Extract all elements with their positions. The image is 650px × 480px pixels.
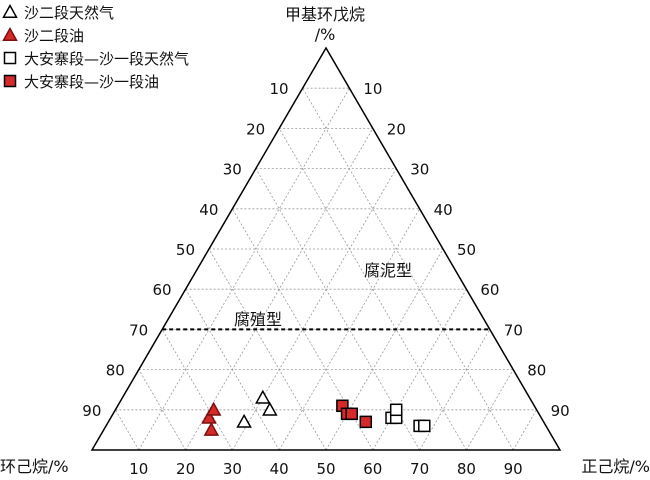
grid-line — [372, 288, 467, 451]
tick-label-bottom: 40 — [270, 460, 289, 478]
triangle-outline — [90, 46, 562, 451]
tick-label-bottom: 60 — [363, 460, 382, 478]
data-point — [201, 409, 217, 424]
tick-label-left: 10 — [270, 80, 289, 98]
grid-line — [278, 208, 420, 451]
left-axis-label: 环己烷/% — [0, 457, 69, 476]
tick-label-left: 20 — [246, 120, 265, 138]
tick-labels: 10 90 10 20 80 20 30 70 30 40 60 40 50 50 50 60 40 60 70 30… — [82, 80, 569, 478]
top-axis-unit: /% — [315, 25, 336, 44]
grid-line — [161, 329, 233, 451]
tick-label-left: 30 — [223, 161, 242, 179]
tick-label-bottom: 80 — [457, 460, 476, 478]
data-point — [236, 413, 252, 428]
tick-label-right: 40 — [434, 201, 453, 219]
data-point — [345, 407, 358, 421]
tick-label-right: 90 — [551, 402, 570, 420]
grid-line — [232, 208, 374, 451]
tick-label-left: 60 — [153, 281, 172, 299]
tick-label-bottom: 10 — [129, 460, 148, 478]
legend-label: 沙二段天然气 — [24, 4, 114, 22]
tick-label-left: 90 — [82, 402, 101, 420]
grid-line — [138, 87, 350, 451]
right-axis-label: 正己烷/% — [581, 457, 650, 476]
top-axis-label: 甲基环戊烷 — [285, 5, 365, 24]
legend-label: 大安寨段—沙一段天然气 — [24, 50, 189, 68]
tick-label-bottom: 90 — [504, 460, 523, 478]
tick-label-bottom: 50 — [316, 460, 335, 478]
tick-label-bottom: 30 — [223, 460, 242, 478]
legend-marker — [2, 26, 18, 41]
legend-marker — [3, 51, 17, 65]
legend-label: 大安寨段—沙一段油 — [24, 73, 159, 91]
tick-label-left: 70 — [129, 321, 148, 339]
grid-line — [138, 369, 186, 451]
data-point — [418, 419, 431, 433]
tick-label-right: 50 — [457, 241, 476, 259]
triangle-frame — [90, 46, 562, 451]
legend-marker — [3, 74, 17, 88]
data-point — [205, 401, 222, 416]
grid-lines — [115, 87, 537, 451]
region-label-sapropelic: 腐泥型 — [364, 261, 412, 280]
legend-marker — [2, 3, 18, 18]
tick-label-bottom: 70 — [410, 460, 429, 478]
tick-label-right: 20 — [387, 120, 406, 138]
tick-label-right: 60 — [480, 281, 499, 299]
grid-line — [512, 409, 537, 451]
data-point — [262, 401, 278, 416]
grid-line — [419, 329, 491, 451]
tick-label-right: 70 — [504, 321, 523, 339]
grid-line — [302, 87, 514, 451]
tick-label-left: 40 — [199, 201, 218, 219]
tick-label-right: 30 — [410, 161, 429, 179]
grid-line — [466, 369, 514, 451]
grid-line — [185, 288, 280, 451]
tick-label-left: 80 — [106, 362, 125, 380]
tick-label-left: 50 — [176, 241, 195, 259]
tick-label-bottom: 20 — [176, 460, 195, 478]
grid-line — [115, 409, 140, 451]
region-label-humic: 腐殖型 — [234, 310, 282, 329]
data-points — [201, 389, 431, 436]
grid-line — [208, 248, 327, 451]
tick-label-right: 10 — [363, 80, 382, 98]
legend-label: 沙二段油 — [24, 27, 84, 45]
data-point — [389, 403, 403, 417]
data-point — [203, 421, 220, 436]
data-point — [255, 389, 271, 404]
grid-line — [325, 248, 444, 451]
data-point — [359, 415, 373, 429]
tick-label-right: 80 — [527, 362, 546, 380]
